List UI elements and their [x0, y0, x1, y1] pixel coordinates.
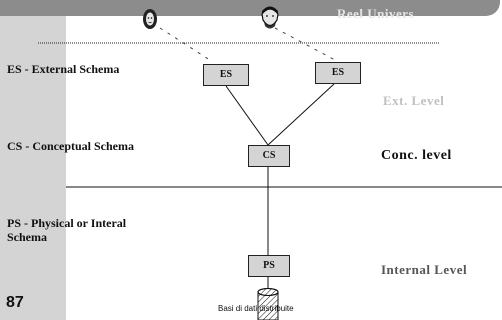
level-real-universe: Reel Univers: [337, 6, 415, 21]
user-link-right: [274, 27, 336, 61]
database-cylinder-icon: [257, 288, 279, 320]
external-level-label: Ext. Level: [383, 93, 445, 108]
ps-box: PS: [248, 255, 290, 277]
conceptual-schema-label: CS - Conceptual Schema: [7, 139, 135, 153]
es-left-to-cs: [225, 85, 269, 146]
user-link-left: [159, 27, 214, 63]
es-right-box: ES: [315, 62, 361, 84]
left-sidebar-band: [0, 0, 66, 320]
es-left-box: ES: [203, 64, 249, 86]
es-right-to-cs: [267, 83, 335, 146]
cs-box: CS: [248, 145, 290, 167]
top-title-bar: [0, 0, 500, 16]
external-schema-label: ES - External Schema: [7, 62, 120, 76]
man-face-icon: [261, 6, 279, 29]
woman-face-icon: [143, 9, 157, 29]
footer-text: Basi di dati distribuite: [218, 304, 294, 313]
internal-level-label: Internal Level: [381, 262, 468, 277]
conceptual-level-label: Conc. level: [381, 148, 452, 163]
page-number: 87: [6, 294, 24, 311]
physical-schema-label-line2: Schema: [7, 230, 47, 244]
physical-schema-label-line1: PS - Physical or Interal: [7, 216, 127, 230]
